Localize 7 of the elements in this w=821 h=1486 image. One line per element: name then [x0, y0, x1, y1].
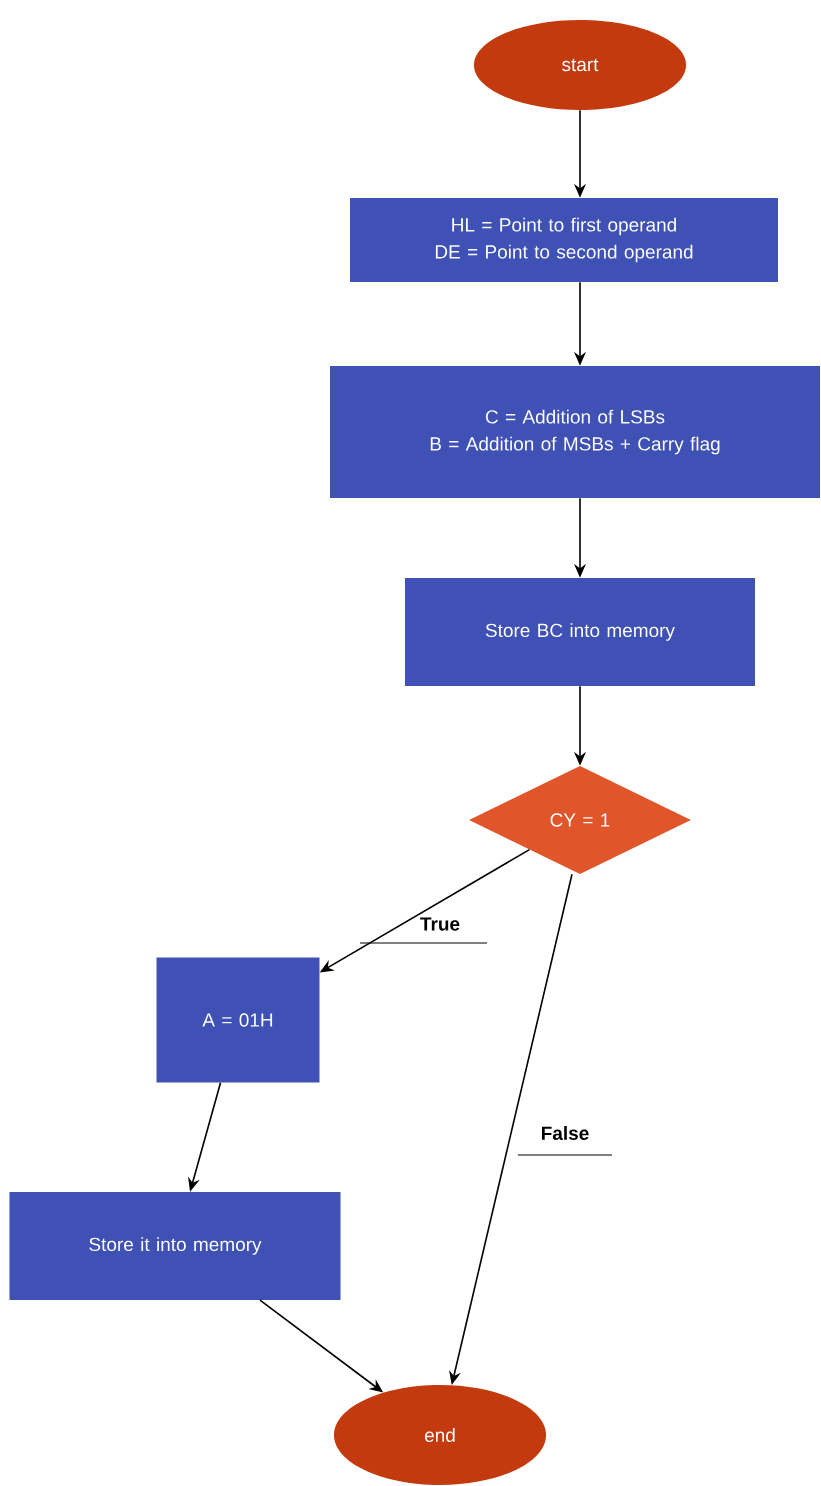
process-box: Store it into memory: [9, 1192, 341, 1300]
edge-label: True: [359, 917, 488, 944]
process-box: A = 01H: [156, 957, 320, 1083]
process-box: C = Addition of LSBs B = Addition of MSBs + Carry flag: [330, 366, 820, 498]
process-box: Store BC into memory: [405, 578, 755, 686]
edge-label: False: [517, 1126, 613, 1156]
process-box: HL = Point to first operand DE = Point to second operand: [350, 198, 778, 282]
